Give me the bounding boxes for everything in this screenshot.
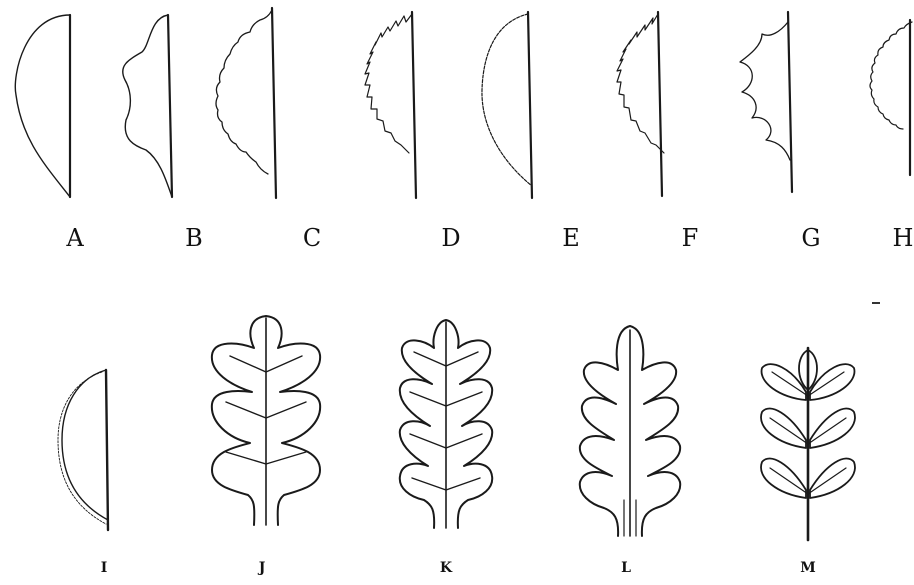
label-B: B — [185, 224, 203, 252]
leaf-L-cleft — [580, 326, 680, 536]
label-M: M — [800, 560, 816, 576]
leaf-J-rounded-lobed — [212, 316, 320, 525]
label-J: J — [257, 560, 266, 576]
leaf-E-serrulate — [482, 12, 532, 198]
label-A: A — [65, 224, 84, 252]
label-E: E — [562, 224, 580, 252]
label-K: K — [440, 560, 453, 576]
label-F: F — [682, 224, 699, 252]
label-G: G — [801, 224, 820, 252]
label-L: L — [621, 560, 631, 576]
leaf-B-undulate — [123, 15, 172, 197]
label-D: D — [441, 224, 460, 252]
leaf-D-serrate — [365, 12, 416, 198]
leaf-C-sinuate — [216, 8, 276, 198]
leaf-K-pointed-lobed — [400, 320, 492, 528]
leaf-F-doubly-serrate — [617, 12, 664, 196]
label-I: I — [101, 560, 108, 576]
leaf-G-lobed — [740, 12, 792, 192]
leaf-A-entire — [15, 15, 70, 197]
leaf-H-crenate — [870, 20, 912, 175]
label-H: H — [893, 224, 914, 252]
label-C: C — [303, 224, 321, 252]
leaf-I-ciliate — [58, 370, 108, 530]
leaf-M-compound — [761, 348, 855, 540]
